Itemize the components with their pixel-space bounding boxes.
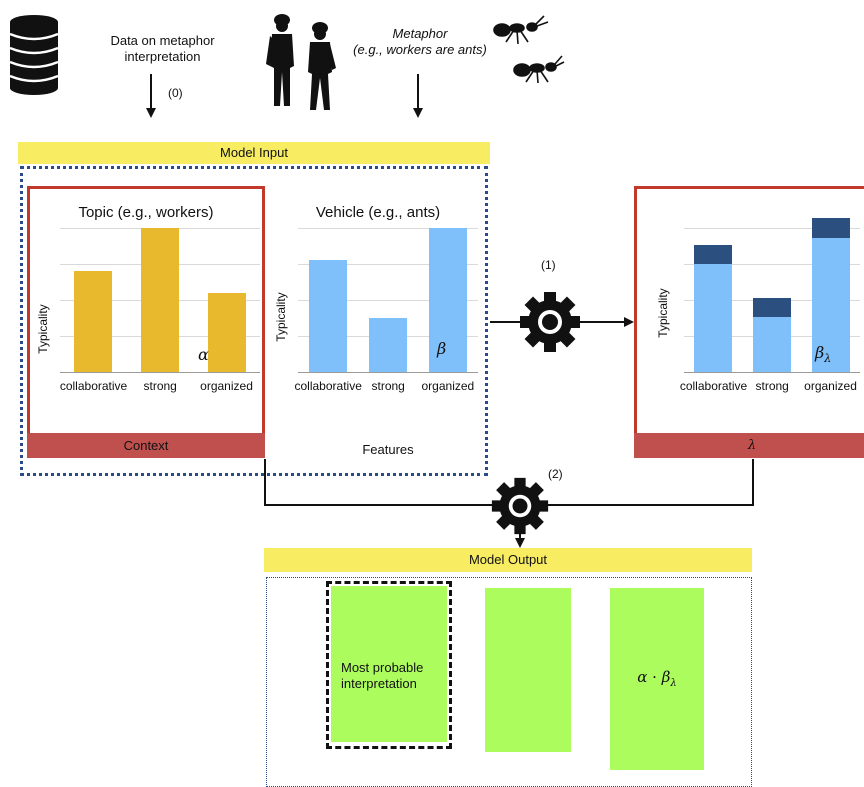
gridline bbox=[298, 228, 478, 229]
x-tick-label: strong bbox=[755, 379, 789, 393]
bar-base bbox=[811, 238, 850, 372]
model-input-banner: Model Input bbox=[18, 142, 490, 164]
bar bbox=[207, 292, 246, 372]
vehicle-y-axis-label: Typicality bbox=[274, 292, 288, 342]
x-tick-label: collaborative bbox=[294, 379, 362, 393]
bar-increment bbox=[811, 217, 850, 239]
metaphor-title: Metaphor bbox=[392, 26, 448, 41]
bar-base bbox=[694, 264, 733, 372]
topic-chart: collaborative strong organized bbox=[60, 228, 260, 400]
x-axis-line bbox=[298, 372, 478, 373]
gridline bbox=[684, 228, 860, 229]
beta-lambda-symbol: βλ bbox=[815, 343, 832, 366]
workers-silhouette-icon bbox=[266, 14, 336, 110]
x-tick-label: strong bbox=[371, 379, 405, 393]
step-0-label: (0) bbox=[168, 86, 183, 100]
x-tick-label: organized bbox=[200, 379, 253, 393]
bar-increment bbox=[694, 245, 733, 264]
gridline bbox=[298, 264, 478, 265]
beta-symbol: β bbox=[437, 339, 447, 358]
bar bbox=[369, 318, 407, 372]
x-tick-label: strong bbox=[143, 379, 177, 393]
model-input-frame bbox=[20, 166, 488, 476]
bar bbox=[309, 260, 347, 372]
x-tick-label: organized bbox=[421, 379, 475, 393]
interpretation-box: Most probable interpretation bbox=[331, 586, 447, 742]
gridline bbox=[298, 300, 478, 301]
most-probable-label: Most probable interpretation bbox=[341, 660, 424, 691]
database-icon bbox=[9, 15, 59, 95]
most-probable-highlight bbox=[326, 581, 452, 749]
x-tick-label: collaborative bbox=[679, 379, 748, 393]
interpretation-box bbox=[485, 588, 571, 752]
x-axis-line bbox=[684, 372, 860, 373]
step-1-label: (1) bbox=[541, 258, 556, 272]
vehicle-chart-title: Vehicle (e.g., ants) bbox=[315, 204, 441, 221]
vehicle-chart: collaborative strong organized bbox=[294, 228, 478, 400]
lambda-footer: λ bbox=[634, 433, 864, 458]
features-label: Features bbox=[362, 442, 414, 457]
metaphor-example: (e.g., workers are ants) bbox=[353, 42, 487, 57]
bar bbox=[429, 228, 467, 372]
gear-icon bbox=[520, 292, 580, 352]
topic-chart-title: Topic (e.g., workers) bbox=[78, 204, 214, 221]
model-output-banner: Model Output bbox=[264, 548, 752, 572]
x-tick-label: organized bbox=[804, 379, 857, 393]
bar-increment bbox=[753, 298, 791, 318]
topic-y-axis-label: Typicality bbox=[36, 304, 50, 354]
bar-base bbox=[753, 317, 791, 372]
interpretation-box: α · βλ bbox=[610, 588, 704, 770]
x-axis-line bbox=[60, 372, 260, 373]
bar bbox=[141, 228, 179, 372]
context-footer: Context bbox=[27, 433, 265, 458]
gridline bbox=[684, 264, 860, 265]
lambda-chart: collaborative strong organized bbox=[680, 217, 860, 400]
formula-label: α · βλ bbox=[637, 668, 677, 689]
gear-icon bbox=[491, 477, 549, 535]
step-2-label: (2) bbox=[548, 467, 563, 481]
data-source-label: Data on metaphor interpretation bbox=[110, 33, 215, 64]
bar bbox=[74, 271, 113, 372]
lambda-y-axis-label: Typicality bbox=[656, 288, 670, 338]
x-tick-label: collaborative bbox=[59, 379, 128, 393]
alpha-symbol: α bbox=[198, 345, 209, 364]
ant-silhouette-icon bbox=[493, 15, 565, 84]
